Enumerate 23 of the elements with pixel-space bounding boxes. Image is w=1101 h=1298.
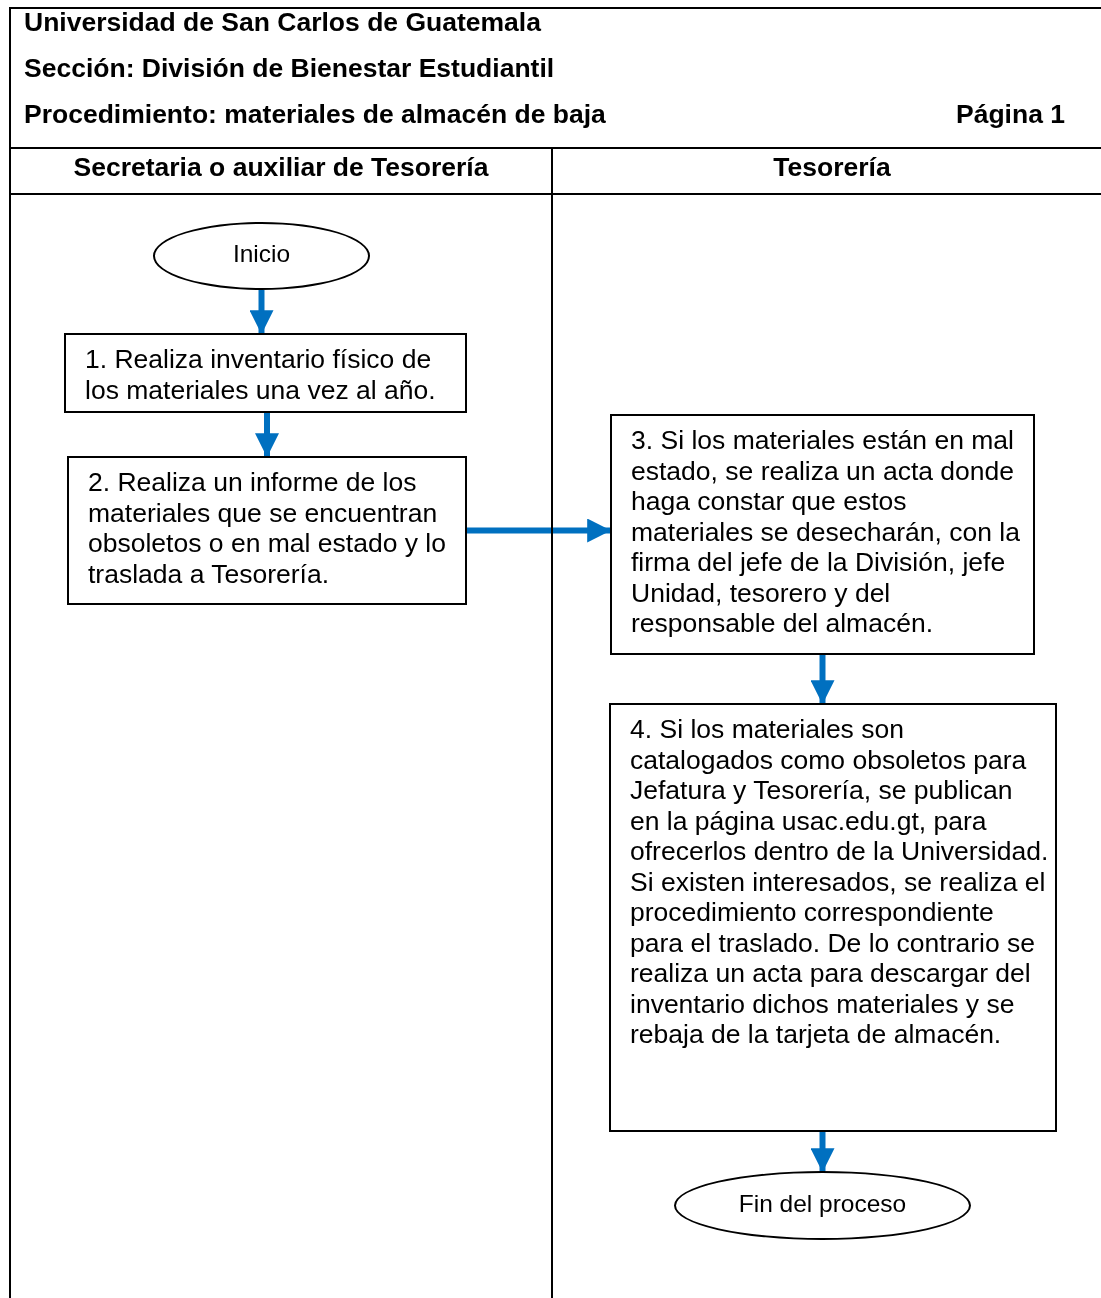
section-label: Sección: División de Bienestar Estudiantil [24,53,555,83]
process-box [64,333,467,413]
procedure-label: Procedimiento: materiales de almacén de baja [24,99,606,129]
heading: Universidad de San Carlos de Guatemala [24,7,541,37]
terminal-label: Fin del proceso [738,1189,907,1218]
process-text: 2. Realiza un informe de los materiales que se encuentran obsoletos o en mal estado y lo traslada a Tesorería. [88,467,447,589]
process-box [67,456,467,605]
process-text: 1. Realiza inventario físico de los materiales una vez al año. [85,344,437,405]
page-number: Página 1 [956,99,1065,129]
terminal-label: Inicio [232,240,291,268]
arrow [810,655,835,705]
arrow [467,518,612,543]
process-text: 3. Si los materiales están en mal estado, se realiza un acta donde haga constar que estos materiales se desecharán, con la firma del jefe de la División, jefe Unidad, tesorero y del responsable del almacén. [631,425,1021,639]
lane-title: Tesorería [773,152,891,182]
lane-title: Secretaria o auxiliar de Tesorería [73,152,489,182]
arrow [810,1132,835,1173]
arrow [255,413,279,458]
swimlane [551,147,1101,1298]
swimlane [9,147,551,1298]
process-box [610,414,1035,655]
process-text: 4. Si los materiales son catalogados como obsoletos para Jefatura y Tesorería, se publican en la página usac.edu.gt, para ofrecerlos dentro de la Universidad. Si existen interesados, se realiza el procedimiento correspondiente para el traslado. De lo contrario se realiza un acta para descargar del inventario dichos materiales y se rebaja de la tarjeta de almacén. [630,714,1049,1050]
process-box [609,703,1057,1132]
arrow [249,290,274,335]
